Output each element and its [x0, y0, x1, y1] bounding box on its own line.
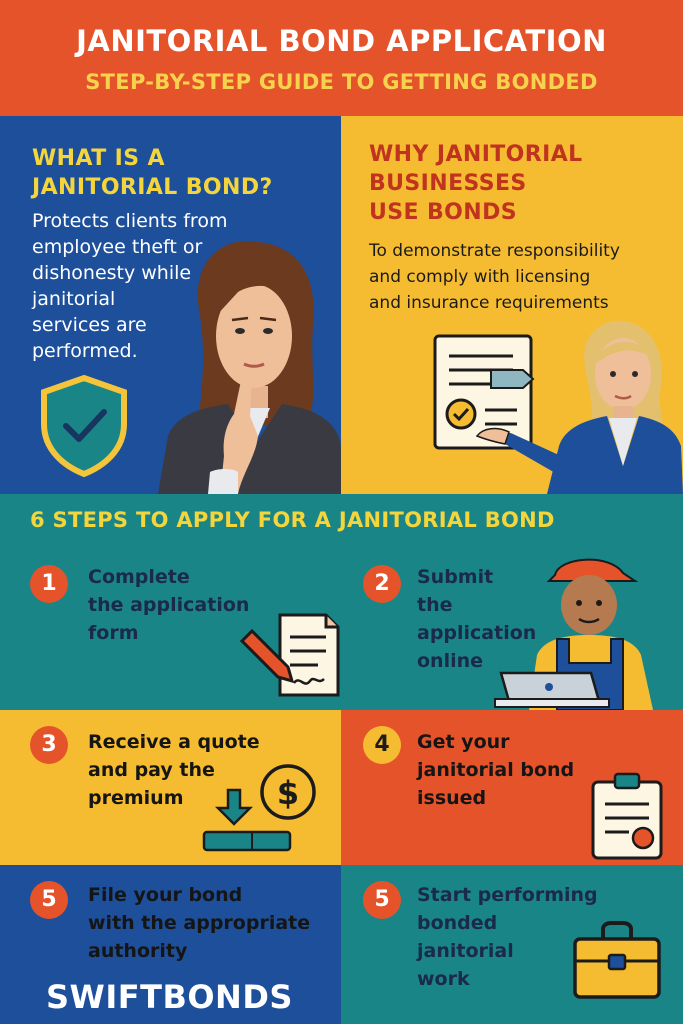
step-number: 1 — [30, 565, 68, 603]
step-text: Submit the application online — [417, 566, 537, 672]
page-subtitle: STEP-BY-STEP GUIDE TO GETTING BONDED — [85, 70, 598, 94]
shield-check-icon — [41, 374, 127, 478]
what-is-title: WHAT IS A JANITORIAL BOND? — [32, 146, 273, 200]
tag-icon — [490, 369, 535, 389]
why-use-title: WHY JANITORIAL BUSINESSES USE BONDS — [369, 142, 583, 225]
certificate-clipboard-icon — [591, 772, 663, 860]
step-number: 3 — [30, 726, 68, 764]
step-number: 5 — [30, 881, 68, 919]
step-4-card: 4 Get your janitorial bond issued — [341, 710, 683, 865]
form-pen-icon — [239, 613, 340, 697]
step-1-card: 1 Complete the application form — [0, 555, 341, 710]
what-is-panel: WHAT IS A JANITORIAL BOND? Protects clie… — [0, 116, 341, 494]
steps-title: 6 STEPS TO APPLY FOR A JANITORIAL BOND — [30, 508, 555, 532]
presenter-illustration — [475, 320, 683, 494]
brand-logo: SWIFTBONDS — [46, 978, 293, 1016]
header-banner: JANITORIAL BOND APPLICATION STEP-BY-STEP… — [0, 0, 683, 116]
step-3-card: 3 Receive a quote and pay the premium $ — [0, 710, 341, 865]
what-is-text: Protects clients from employee theft or … — [32, 210, 228, 362]
step-6-card: 5 Start performing bonded janitorial wor… — [341, 865, 683, 1024]
step-text: Complete the application form — [88, 566, 250, 644]
step-text: Start performing bonded janitorial work — [417, 884, 598, 990]
payment-arrow-icon — [202, 788, 292, 852]
step-text: File your bond with the appropriate auth… — [88, 884, 311, 962]
page-title: JANITORIAL BOND APPLICATION — [76, 24, 607, 58]
svg-text:$: $ — [277, 774, 299, 812]
step-number: 4 — [363, 726, 401, 764]
step-number: 5 — [363, 881, 401, 919]
why-use-text: To demonstrate responsibility and comply… — [369, 241, 620, 313]
step-text: Receive a quote and pay the premium — [88, 731, 260, 809]
dollar-coin-icon: $ — [260, 764, 316, 820]
step-text: Get your janitorial bond issued — [417, 731, 575, 809]
document-check-icon — [433, 334, 533, 450]
businesswoman-illustration — [158, 240, 341, 494]
briefcase-icon — [573, 921, 661, 999]
why-use-panel: WHY JANITORIAL BUSINESSES USE BONDS To d… — [341, 116, 683, 494]
step-2-card: 2 Submit the application online — [341, 555, 683, 710]
worker-laptop-illustration — [494, 558, 653, 710]
step-5-card: 5 File your bond with the appropriate au… — [0, 865, 341, 1024]
step-number: 2 — [363, 565, 401, 603]
